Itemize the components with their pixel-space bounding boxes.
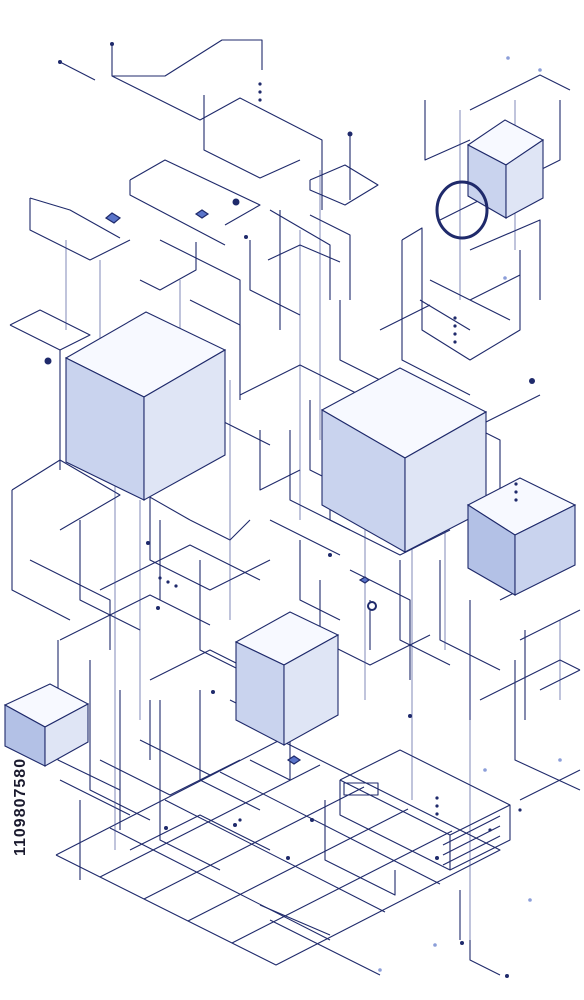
cube-right-large (320, 367, 488, 553)
light-dots (378, 56, 562, 972)
cube-center-bottom (234, 611, 340, 746)
cube-left-large (64, 311, 227, 501)
ring-node (435, 180, 489, 240)
stock-id-label: 1109807580 (12, 758, 29, 857)
node-dots (44, 42, 535, 978)
cube-bottom-left (3, 683, 90, 767)
cube-far-right (466, 477, 577, 596)
circuit-lines (9, 39, 581, 976)
cube-top-right (466, 119, 545, 219)
chip-nodes (104, 209, 370, 765)
